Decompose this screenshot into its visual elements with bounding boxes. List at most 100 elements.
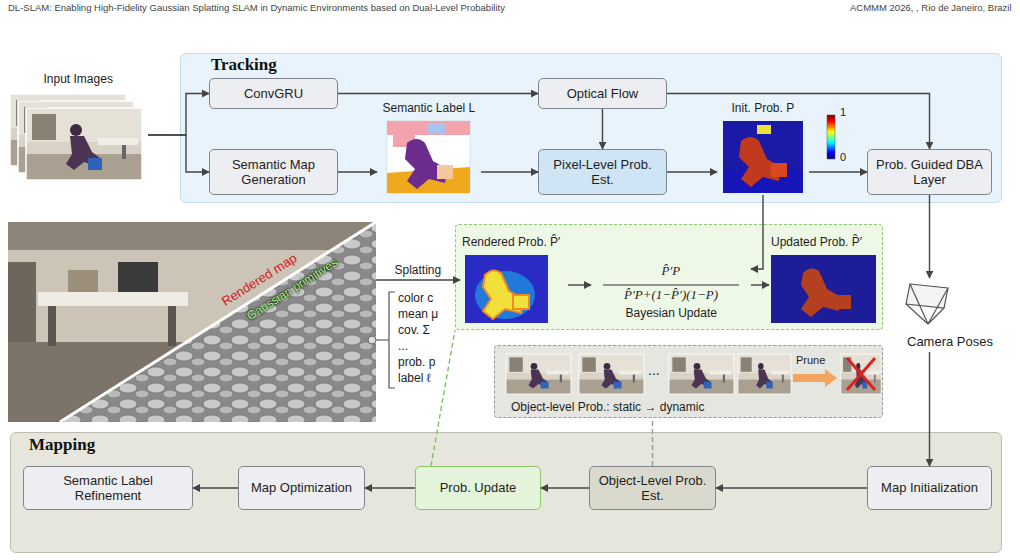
input-images: Input Images: [8, 70, 148, 180]
drawing-part: [513, 295, 529, 309]
drawing-part: [405, 139, 447, 189]
flow-arrow: [716, 487, 867, 488]
process-box: Optical Flow: [538, 78, 667, 109]
panel-heading: Tracking: [211, 56, 277, 75]
box-label: Prob. Guided DBA Layer: [873, 157, 986, 188]
drawing-part: [8, 262, 36, 342]
drawing-part: [8, 222, 376, 422]
flow-arrow: [481, 171, 538, 172]
drawing-part: [26, 108, 142, 180]
edge-label: Splatting: [393, 263, 444, 277]
process-box: Prob. Update: [415, 466, 541, 510]
mapping-panel: Semantic Label Refinement Map Optimizatio…: [10, 432, 1002, 553]
drawing-part: [841, 354, 881, 394]
leader-line: [376, 339, 389, 340]
probability-map: Rendered Prob. P̂′: [460, 233, 568, 325]
node-text: Camera Poses: [907, 334, 993, 350]
flow-arrow: [929, 352, 930, 466]
flow-arrow: [193, 487, 238, 488]
node-text: P̂′P+(1−P̂′)(1−P): [624, 287, 718, 303]
dashed-link: [652, 418, 653, 466]
drawing-part: [739, 137, 781, 187]
flow-arrow: [751, 195, 763, 269]
flow-arrow: [148, 135, 209, 172]
drawing-part: [771, 163, 787, 177]
flow-arrow: [602, 109, 603, 149]
drawing-part: [827, 115, 835, 159]
process-box: Prob. Guided DBA Layer: [867, 149, 992, 195]
drawing-part: [801, 268, 841, 317]
drawing-part: [906, 304, 928, 324]
drawing-part: [8, 222, 376, 250]
drawing-part: [48, 306, 56, 346]
probability-map: Updated Prob. P̂′: [769, 233, 881, 325]
drawing-part: [928, 308, 944, 324]
box-label: Pixel-Level Prob. Est.: [544, 157, 661, 188]
attribute-item: color c: [398, 291, 433, 305]
process-box: Object-Level Prob. Est.: [589, 466, 716, 510]
drawing-part: [437, 165, 453, 179]
drawing-part: [368, 336, 376, 344]
attribute-item: label ℓ: [398, 371, 431, 385]
bayesian-update-panel: Rendered Prob. P̂′ P̂′P P̂′P+(1−P̂′)(1−P)…: [455, 224, 883, 330]
drawing-part: [475, 271, 535, 319]
drawing-part: [8, 342, 376, 422]
drawing-part: [8, 222, 376, 422]
attribute-bracket: [389, 292, 395, 388]
flow-arrow: [541, 487, 589, 488]
node-text: Object-level Prob.: static → dynamic: [511, 400, 704, 414]
drawing-part: [669, 354, 734, 394]
flow-arrow: [365, 487, 415, 488]
drawing-part: [387, 121, 470, 193]
drawing-part: [603, 285, 739, 286]
drawing-part: [427, 123, 445, 133]
box-label: Semantic Label Refinement: [29, 473, 187, 504]
drawing-part: [465, 255, 548, 323]
drawing-part: [771, 255, 876, 323]
node-text: Prune: [796, 354, 825, 367]
drawing-part: [906, 284, 948, 308]
box-label: ConvGRU: [215, 86, 332, 102]
flow-arrow: [751, 284, 769, 285]
colorbar-tick: 0: [840, 151, 846, 164]
tracking-panel: ConvGRUSemantic Map Generation Semantic …: [180, 53, 1002, 203]
node-text: P̂′P: [662, 263, 681, 279]
object-level-panel: Object-level Prob.: static → dynamic... P…: [494, 345, 883, 418]
node-text: Updated Prob. P̂′: [771, 235, 862, 249]
drawing-part: [579, 354, 644, 394]
attribute-item: cov. Σ: [398, 323, 430, 337]
flow-arrow: [929, 195, 930, 278]
flow-arrow: [667, 94, 930, 150]
attribute-item: prob. p: [398, 355, 435, 369]
drawing-part: [771, 255, 876, 323]
colorbar-tick: 1: [840, 106, 846, 119]
drawing-part: [465, 255, 548, 323]
drawing-part: [910, 284, 928, 324]
node-text: ...: [648, 362, 660, 379]
flow-arrow: [338, 171, 377, 172]
box-label: Object-Level Prob. Est.: [595, 473, 710, 504]
camera-poses: Camera Poses: [890, 278, 1010, 352]
box-label: Prob. Update: [421, 480, 535, 496]
node-text: Input Images: [44, 72, 113, 86]
bayesian-formula: P̂′P P̂′P+(1−P̂′)(1−P) Bayesian Update: [591, 259, 751, 323]
box-label: Optical Flow: [544, 86, 661, 102]
process-box: Map Initialization: [867, 466, 992, 510]
node-text: Rendered Prob. P̂′: [462, 235, 560, 249]
attribute-item: mean μ: [398, 307, 438, 321]
process-box: Semantic Map Generation: [209, 149, 338, 195]
drawing-part: [68, 270, 98, 292]
process-box: Map Optimization: [238, 466, 365, 510]
flow-arrow: [148, 94, 209, 136]
map-illustration: Rendered mapGaussian primitives: [8, 222, 376, 422]
drawing-part: [506, 354, 571, 394]
drawing-part: [168, 306, 176, 346]
node-text: Bayesian Update: [626, 306, 717, 320]
dashed-link: [431, 330, 455, 466]
process-box: ConvGRU: [209, 78, 338, 109]
process-box: Pixel-Level Prob. Est.: [538, 149, 667, 195]
drawing-part: [757, 125, 771, 134]
